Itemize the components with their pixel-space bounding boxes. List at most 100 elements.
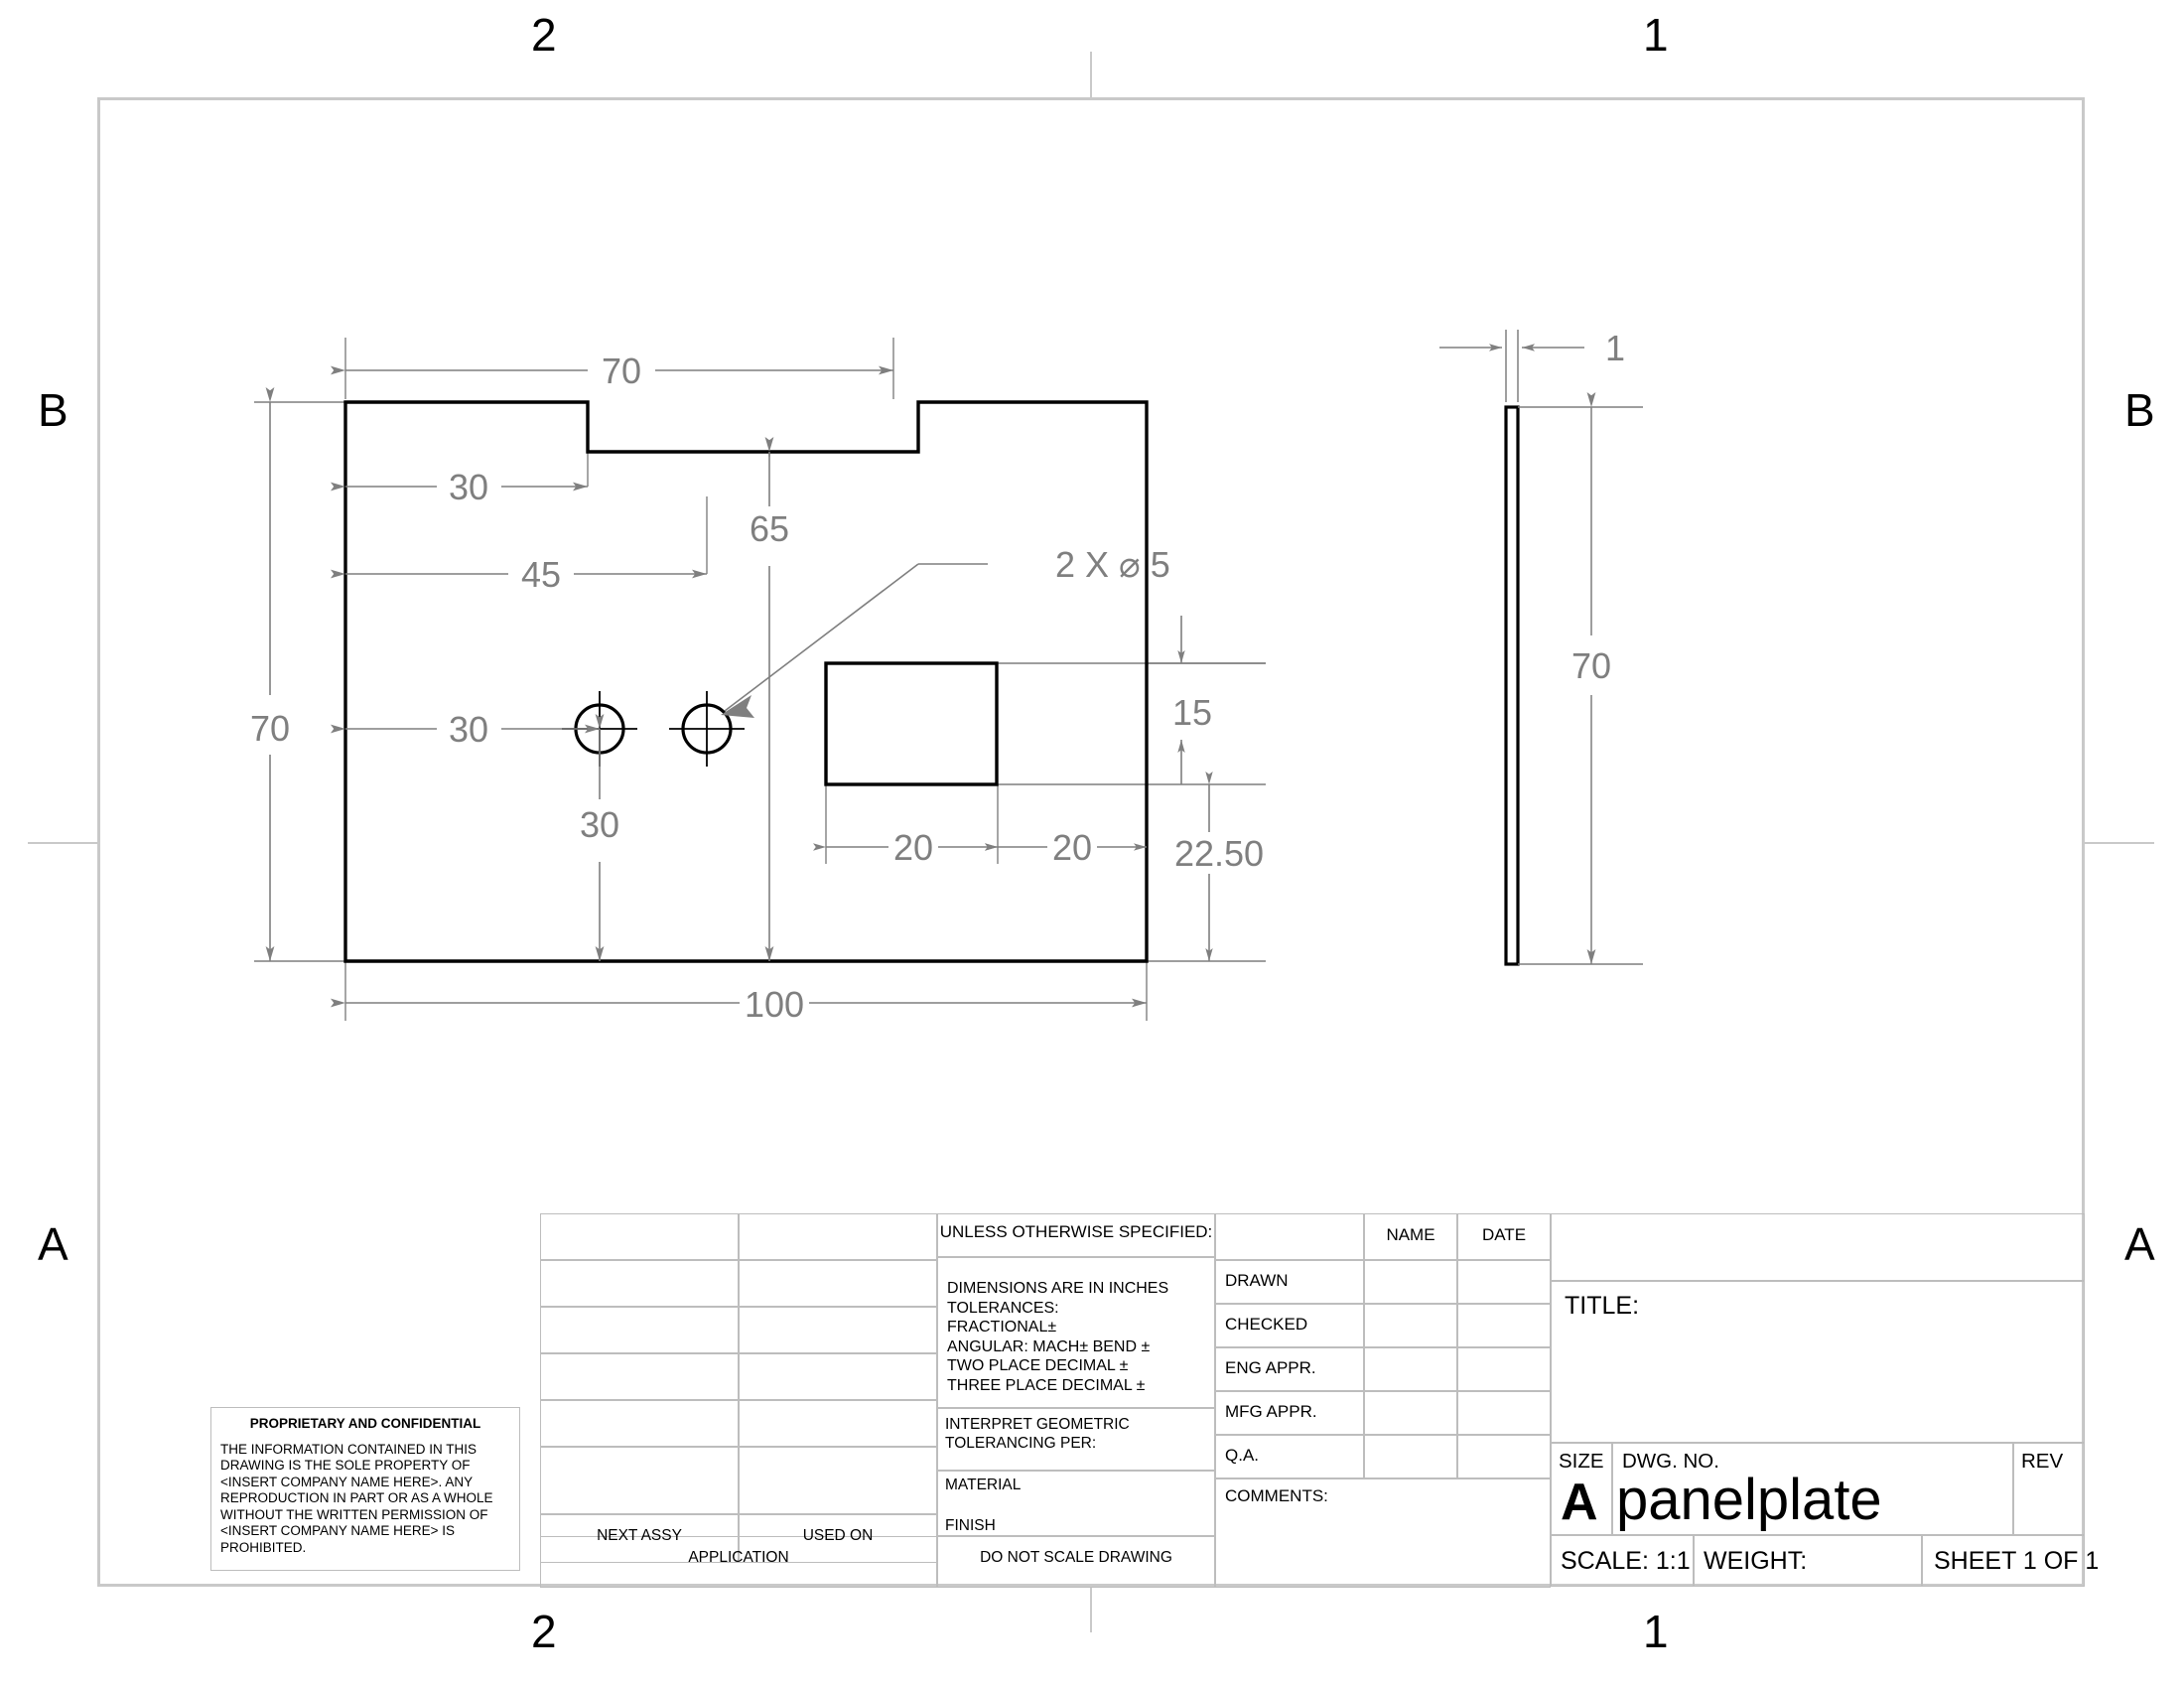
proprietary-body: THE INFORMATION CONTAINED IN THIS DRAWIN… [220,1442,493,1555]
title-top-blank-cell [1551,1213,2085,1281]
proprietary-box [210,1407,520,1571]
approval-header-date [1457,1213,1551,1260]
comments-cell[interactable] [1215,1478,1551,1588]
material-label: MATERIAL [945,1477,1022,1493]
dim-text-20-left: 20 [893,827,933,868]
dim-text-65: 65 [750,508,789,549]
approval-row-checked-name[interactable] [1364,1304,1457,1347]
dim-text-30-holex: 30 [449,709,488,750]
zone-label-left-b: B [38,384,68,436]
do-not-scale-cell [937,1536,1215,1588]
uos-cell [937,1213,1215,1257]
rev-label: REV [2021,1450,2064,1473]
dim-text-30-holey: 30 [580,804,619,845]
approval-row-mfgappr-date[interactable] [1457,1391,1551,1435]
title-label: TITLE: [1565,1292,1640,1320]
date-header-label: DATE [1481,1225,1527,1244]
approval-row-drawn-name[interactable] [1364,1260,1457,1304]
sheet-border [97,97,2085,1587]
assy-cell-r2c2 [739,1260,937,1307]
comments-label: COMMENTS: [1225,1486,1328,1505]
approval-row-drawn-label [1215,1260,1364,1304]
used-on-label: USED ON [802,1527,874,1544]
name-header-label: NAME [1386,1225,1435,1244]
dim-text-70-left: 70 [250,708,290,749]
assy-cell-r2c1 [540,1260,739,1307]
dim-text-70-side: 70 [1571,645,1611,686]
approval-header-blank [1215,1213,1364,1260]
dim-text-100: 100 [745,984,804,1025]
rev-cell[interactable] [2013,1443,2085,1535]
assy-cell-r4c2 [739,1353,937,1400]
sheet-value: SHEET 1 OF 1 [1934,1547,2100,1575]
finish-row-divider [937,1514,1215,1536]
application-label: APPLICATION [688,1549,789,1566]
assy-cell-r3c1 [540,1307,739,1353]
finish-label: FINISH [945,1517,996,1534]
approval-row-checked-date[interactable] [1457,1304,1551,1347]
assy-cell-r5c1 [540,1400,739,1447]
zone-tick-right [2085,842,2154,844]
weight-label: WEIGHT: [1704,1547,1808,1575]
proprietary-heading: PROPRIETARY AND CONFIDENTIAL [249,1416,481,1431]
dim-text-15: 15 [1172,692,1212,733]
dim-text-45: 45 [521,554,561,595]
zone-label-bottom-2: 2 [531,1606,557,1657]
sheet-cell [1922,1535,2085,1587]
approval-label-drawn: DRAWN [1225,1271,1289,1290]
size-cell [1551,1443,1612,1535]
dim-text-thickness-1: 1 [1605,328,1625,368]
size-value: A [1561,1474,1598,1531]
approval-row-qa-name[interactable] [1364,1435,1457,1478]
zone-label-top-1: 1 [1643,9,1669,61]
approval-row-qa-date[interactable] [1457,1435,1551,1478]
approval-row-engappr-label [1215,1347,1364,1391]
zone-label-right-a: A [2124,1218,2155,1270]
interpret-geometric-cell [937,1408,1215,1471]
zone-label-right-b: B [2124,384,2155,436]
dwg-no-cell[interactable] [1612,1443,2013,1535]
next-assy-label: NEXT ASSY [597,1527,682,1544]
assy-cell-r4c1 [540,1353,739,1400]
approval-row-checked-label [1215,1304,1364,1347]
zone-label-top-2: 2 [531,9,557,61]
tolerances-cell [937,1257,1215,1408]
scale-value: SCALE: 1:1 [1561,1547,1691,1575]
dim-text-30-notch: 30 [449,467,488,507]
approval-header-name [1364,1213,1457,1260]
zone-tick-top [1090,52,1092,97]
weight-cell[interactable] [1694,1535,1922,1587]
approval-row-qa-label [1215,1435,1364,1478]
approval-label-engappr: ENG APPR. [1225,1358,1316,1377]
approval-row-engappr-date[interactable] [1457,1347,1551,1391]
tolerances-block-text: DIMENSIONS ARE IN INCHES TOLERANCES: FRA… [947,1280,1169,1394]
callout-text-holes: 2 X ⌀ 5 [1055,544,1170,585]
assy-cell-r1c2 [739,1213,937,1260]
approval-label-checked: CHECKED [1225,1315,1308,1334]
assy-cell-r3c2 [739,1307,937,1353]
assy-cell-r1c1 [540,1213,739,1260]
approval-row-drawn-date[interactable] [1457,1260,1551,1304]
dim-text-22-50: 22.50 [1174,833,1264,874]
application-cell [540,1536,937,1588]
approval-row-mfgappr-name[interactable] [1364,1391,1457,1435]
dim-text-70-top: 70 [602,351,641,391]
interpret-geometric-label: INTERPRET GEOMETRIC TOLERANCING PER: [945,1416,1130,1452]
dwg-no-value: panelplate [1616,1468,1882,1532]
scale-cell [1551,1535,1694,1587]
title-cell[interactable] [1551,1281,2085,1443]
zone-label-left-a: A [38,1218,68,1270]
zone-label-bottom-1: 1 [1643,1606,1669,1657]
assy-cell-r6c2 [739,1447,937,1514]
size-label: SIZE [1559,1450,1604,1473]
approval-row-engappr-name[interactable] [1364,1347,1457,1391]
zone-tick-left [28,842,97,844]
zone-tick-bottom [1090,1587,1092,1632]
dim-text-20-right: 20 [1052,827,1092,868]
assy-cell-r5c2 [739,1400,937,1447]
assy-cell-r6c1 [540,1447,739,1514]
approval-row-mfgappr-label [1215,1391,1364,1435]
approval-label-qa: Q.A. [1225,1446,1260,1465]
